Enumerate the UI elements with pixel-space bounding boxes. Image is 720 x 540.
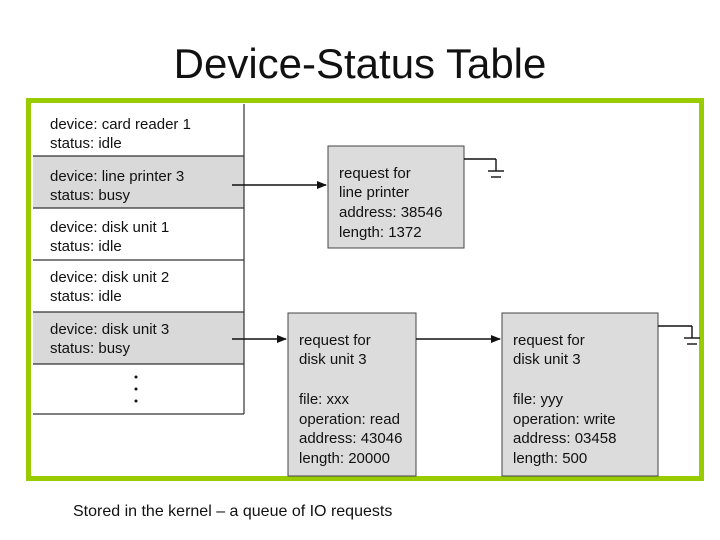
request-line: length: 500 bbox=[513, 450, 587, 467]
request-line: file: yyy bbox=[513, 391, 564, 408]
table-row bbox=[33, 312, 244, 364]
request-line: request for bbox=[513, 332, 585, 349]
device-label: device: line printer 3 bbox=[50, 168, 184, 185]
table-row-ellipsis bbox=[33, 364, 244, 414]
device-label: device: disk unit 2 bbox=[50, 269, 169, 286]
request-line: address: 43046 bbox=[299, 430, 402, 447]
request-line: operation: read bbox=[299, 411, 400, 428]
request-line: file: xxx bbox=[299, 391, 350, 408]
device-label: device: disk unit 3 bbox=[50, 321, 169, 338]
device-label: device: disk unit 1 bbox=[50, 219, 169, 236]
status-label: status: busy bbox=[50, 340, 131, 357]
status-label: status: idle bbox=[50, 238, 122, 255]
request-line: disk unit 3 bbox=[513, 351, 581, 368]
device-label: device: card reader 1 bbox=[50, 116, 191, 133]
table-row bbox=[33, 260, 244, 312]
request-line: length: 20000 bbox=[299, 450, 390, 467]
ellipsis-dots bbox=[134, 375, 138, 403]
table-row bbox=[33, 104, 244, 156]
request-line: length: 1372 bbox=[339, 224, 422, 241]
printer-request-box: request for line printer address: 38546 … bbox=[327, 145, 465, 249]
request-line: line printer bbox=[339, 184, 409, 201]
status-label: status: busy bbox=[50, 187, 131, 204]
disk-request-box-1: request for disk unit 3 file: xxx operat… bbox=[287, 312, 417, 477]
disk-request-box-2: request for disk unit 3 file: yyy operat… bbox=[501, 312, 659, 477]
null-pointer-icon bbox=[464, 158, 504, 178]
request-line: request for bbox=[299, 332, 371, 349]
null-pointer-icon bbox=[658, 325, 700, 345]
request-line: operation: write bbox=[513, 411, 616, 428]
table-row bbox=[33, 208, 244, 260]
device-table: device: card reader 1 status: idle devic… bbox=[33, 104, 245, 415]
page-title: Device-Status Table bbox=[173, 40, 547, 87]
status-label: status: idle bbox=[50, 288, 122, 305]
request-line: address: 03458 bbox=[513, 430, 616, 447]
status-label: status: idle bbox=[50, 135, 122, 152]
request-line: address: 38546 bbox=[339, 204, 442, 221]
request-line: request for bbox=[339, 165, 411, 182]
table-row bbox=[33, 156, 244, 208]
request-line: disk unit 3 bbox=[299, 351, 367, 368]
caption: Stored in the kernel – a queue of IO req… bbox=[73, 503, 393, 520]
